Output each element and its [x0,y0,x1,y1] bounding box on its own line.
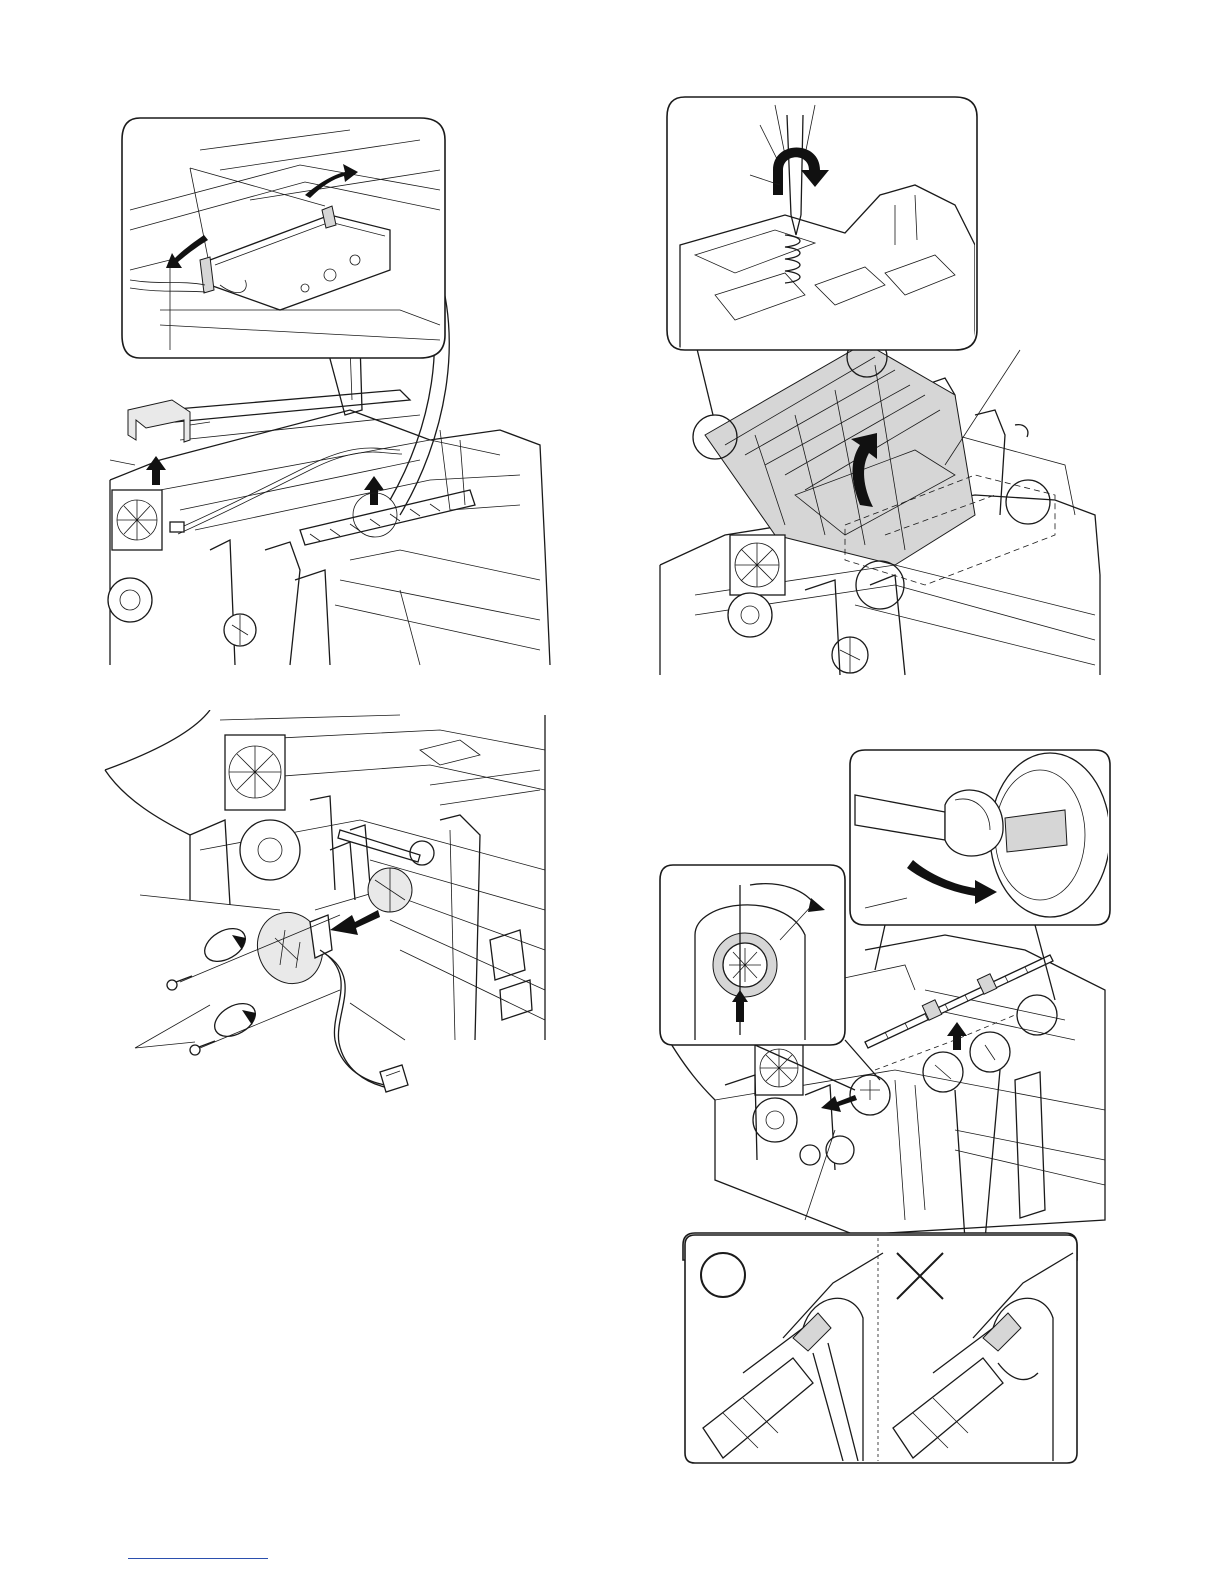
figure-motor-removal [100,710,560,1110]
figure-roller-removal [655,740,1115,1265]
rotate-arrow-icon [232,935,246,950]
fan-unit [190,735,434,912]
inset-callout [122,118,445,358]
motor [248,903,408,1092]
figure-top-frame-lift [655,95,1125,680]
inset-bearing [660,865,845,1045]
up-arrow-icon [146,456,166,485]
up-arrow-icon [947,1022,967,1050]
rotate-arrow-icon [242,1010,256,1025]
footer-rule [128,1558,268,1559]
figure-cover-removal [100,110,560,670]
inset-roller-end [850,750,1110,925]
inset-callout [667,97,977,350]
screw-icon [167,976,192,990]
pull-arrow-icon [330,910,380,935]
removed-cover [128,400,210,442]
unit-body [110,335,550,665]
comparison-panel-body [683,1233,1079,1465]
fan-unit [108,490,256,646]
